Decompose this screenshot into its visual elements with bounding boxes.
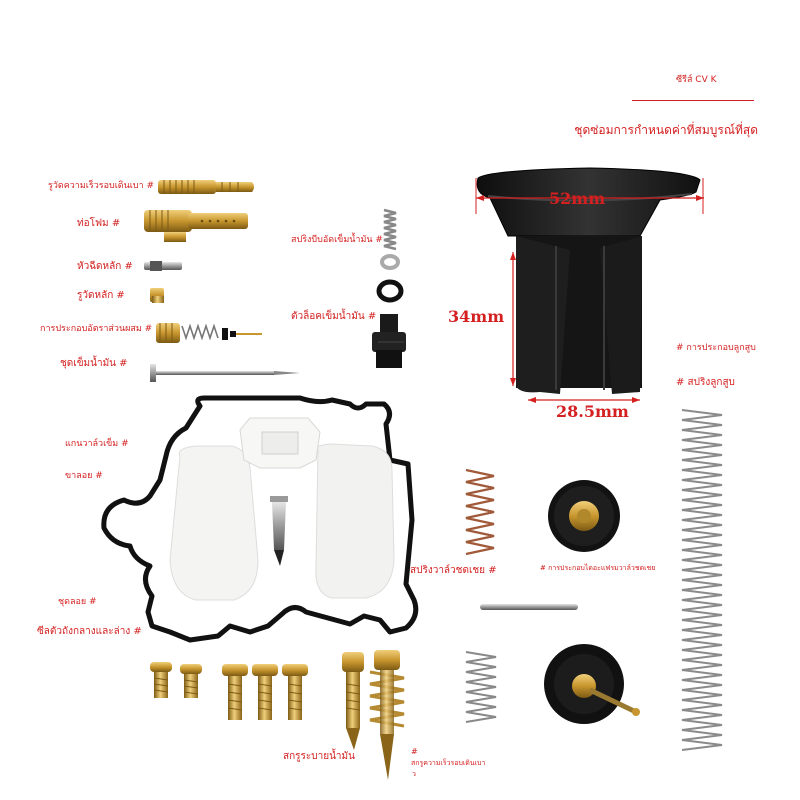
label-main-nozzle: หัวฉีดหลัก # <box>77 261 133 272</box>
pin-image <box>480 604 578 610</box>
dimension-height: 34mm <box>448 307 505 326</box>
label-float-set: ชุดลอย # <box>58 597 97 607</box>
dimension-top-width: 52mm <box>549 189 606 208</box>
label-mixture-assembly: การประกอบอัตราส่วนผสม # <box>40 324 153 334</box>
label-air-screw: รูวัดความเร็วรอบเดินเบา # <box>48 181 155 191</box>
label-main-jet: รูวัดหลัก # <box>77 290 125 301</box>
label-needle-set: ชุดเข็มน้ำมัน # <box>60 358 128 369</box>
label-idle-screw-hash: # <box>411 747 418 756</box>
label-piston-spring: # สปริงลูกสูบ <box>676 377 735 388</box>
accel-diaphragm-image <box>548 480 620 552</box>
label-accel-diaphragm: # การประกอบไดอะแฟรมวาล์วชดเชย <box>540 564 656 572</box>
drain-screw-image <box>342 652 364 750</box>
label-idle-screw: สกรูความเร็วรอบเดินเบา <box>411 759 486 767</box>
label-float-leg: ขาลอย # <box>65 471 103 481</box>
bowl-gasket-image <box>101 395 419 643</box>
idle-screw-image <box>369 650 405 780</box>
mixture-assembly-image <box>156 323 262 343</box>
needle-spring-image <box>383 208 397 251</box>
float-image <box>169 417 395 601</box>
series-label: ซีรีส์ CV K <box>676 75 717 85</box>
small-spring-image <box>465 651 497 723</box>
piston-spring-image <box>681 409 723 751</box>
main-nozzle-image <box>144 261 182 271</box>
label-needle-lock: ตัวล็อคเข็มน้ำมัน # <box>291 311 377 322</box>
page-title: ชุดซ่อมการกำหนดค่าที่สมบูรณ์ที่สุด <box>574 123 758 137</box>
label-needle-spring: สปริงบีบอัดเข็มน้ำมัน # <box>291 235 383 245</box>
needle-valve-image <box>270 496 288 566</box>
label-foam-tube: ท่อโฟม # <box>77 218 121 229</box>
label-valve-rod: แกนวาล์วเข็ม # <box>65 439 129 449</box>
label-bowl-seal: ซีลตัวถังกลางและล่าง # <box>37 626 142 637</box>
label-accel-spring: สปริงวาล์วชดเชย # <box>410 565 497 576</box>
accel-spring-image <box>465 468 495 556</box>
needle-set-image <box>150 364 300 382</box>
main-jet-image <box>150 288 164 303</box>
label-drain-screw: สกรูระบายน้ำมัน <box>283 751 355 762</box>
label-piston-assembly: # การประกอบลูกสูบ <box>676 343 756 353</box>
piston-slide-image <box>475 167 704 403</box>
needle-lock-image <box>372 314 406 368</box>
air-screw-image <box>158 180 254 194</box>
piston-diaphragm-image <box>544 644 640 724</box>
header-divider <box>632 100 754 101</box>
washer-image <box>380 254 400 270</box>
label-idle-screw-extra: ว <box>412 770 416 778</box>
foam-tube-image <box>144 210 248 242</box>
o-ring-image <box>376 279 404 303</box>
dimension-bottom-width: 28.5mm <box>556 402 629 421</box>
bowl-screws-image <box>150 662 308 720</box>
